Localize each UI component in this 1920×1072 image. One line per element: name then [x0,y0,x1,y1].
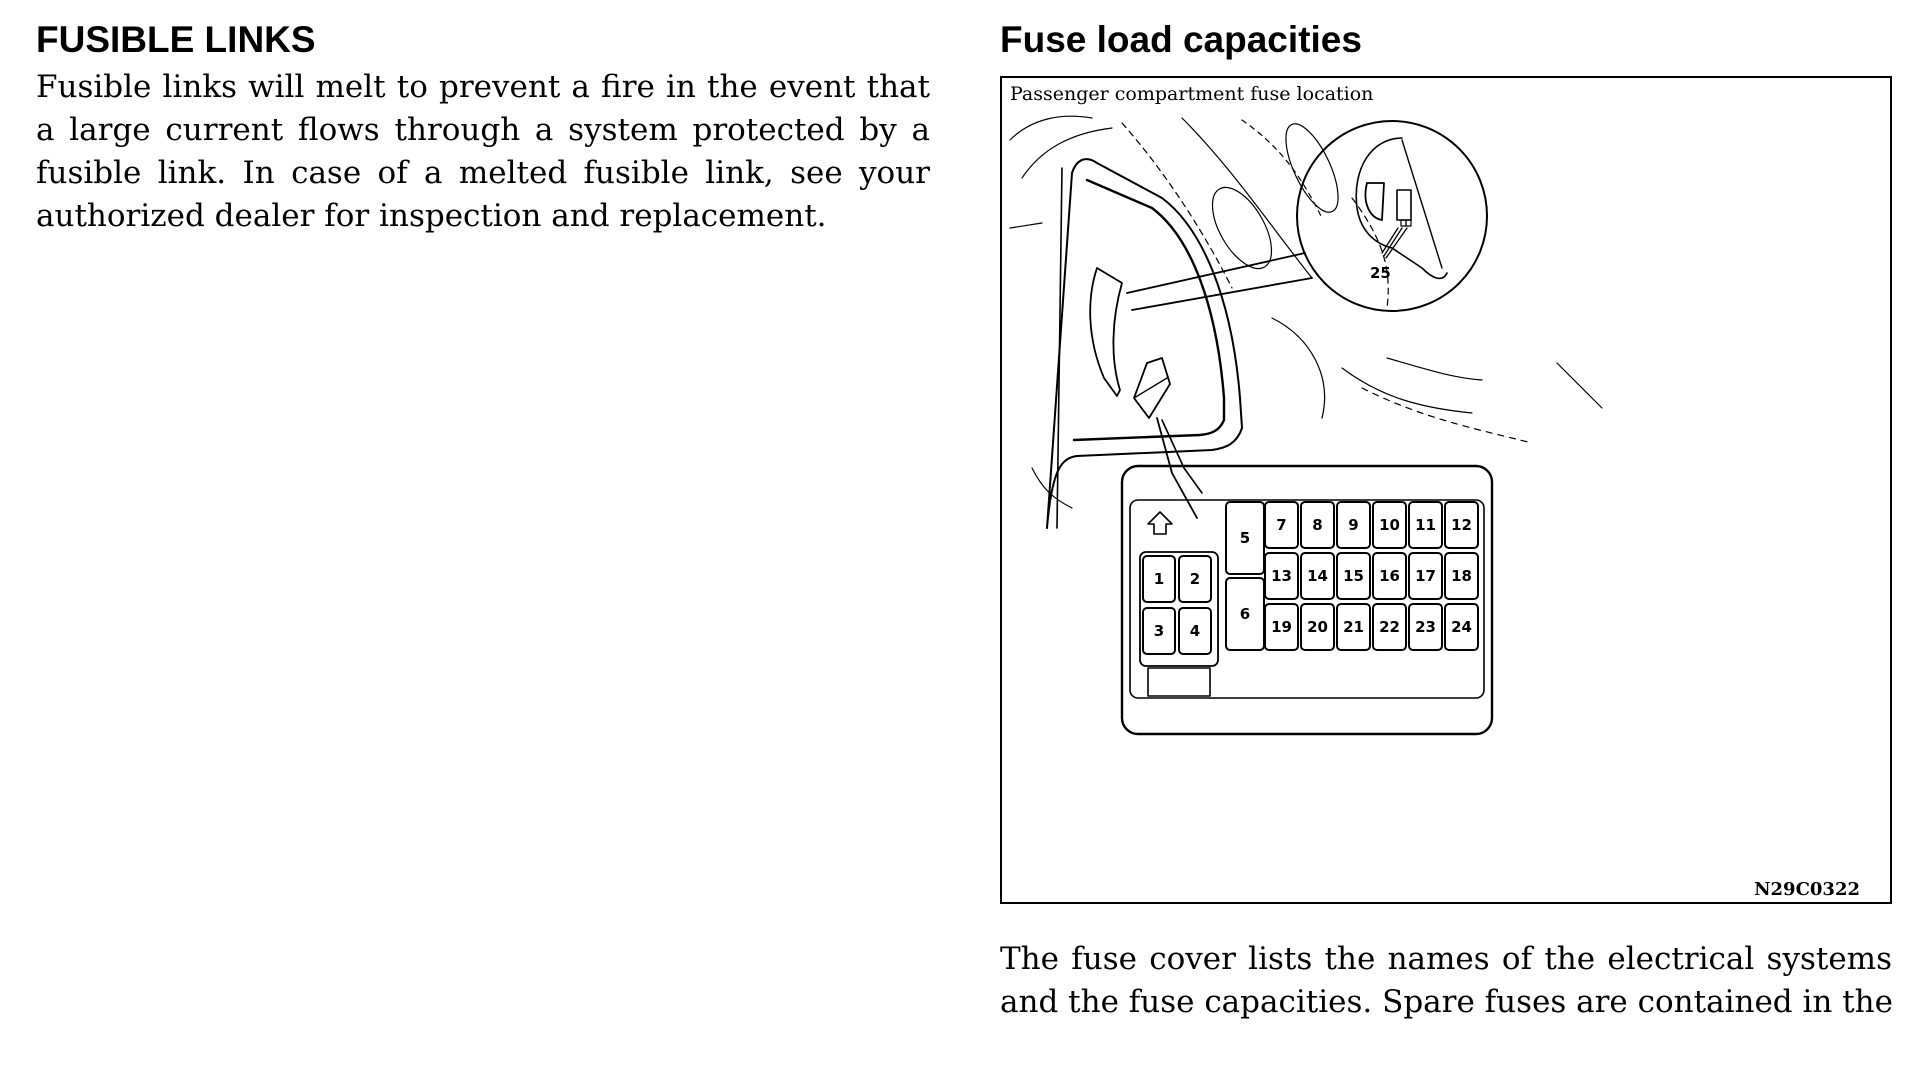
fuse-cover-paragraph: The fuse cover lists the names of the el… [1000,938,1893,1024]
fuse-slot [1444,603,1479,651]
fuse-load-capacities-heading: Fuse load capacities [1000,19,1362,60]
fuse-number: 9 [1348,516,1358,534]
fuse-slot [1444,501,1479,549]
fuse-slot [1408,501,1443,549]
fuse-number: 17 [1415,567,1436,585]
fuse-slot [1264,552,1299,600]
paragraph-line: Fusible links will melt to prevent a fir… [36,69,930,105]
paragraph-line: a large current flows through a system p… [36,112,930,148]
fuse-number: 24 [1451,618,1472,636]
fuse-number: 11 [1415,516,1436,534]
fuse-number: 3 [1154,622,1164,640]
fuse-slot [1300,501,1335,549]
paragraph-line: The fuse cover lists the names of the el… [1000,941,1892,977]
fuse-number: 2 [1190,570,1200,588]
fuse-number: 20 [1307,618,1328,636]
figure-code: N29C0322 [1754,879,1860,900]
fuse-slot [1336,552,1371,600]
callout-label: 25 [1370,264,1391,282]
paragraph-line: fusible link. In case of a melted fusibl… [36,155,930,191]
fuse-slot [1372,603,1407,651]
fuse-number: 21 [1343,618,1364,636]
fusible-links-heading: FUSIBLE LINKS [36,19,316,60]
fuse-number: 16 [1379,567,1400,585]
fuse-slot [1408,552,1443,600]
figure-caption: Passenger compartment fuse location [1010,83,1374,105]
fuse-slot [1408,603,1443,651]
fuse-number: 1 [1154,570,1164,588]
fuse-slot [1336,501,1371,549]
fuse-location-figure: Passenger compartment fuse location [1000,76,1892,904]
fuse-number: 13 [1271,567,1292,585]
fuse-slot [1300,552,1335,600]
fuse-slot [1178,555,1212,603]
fuse-slot [1142,555,1176,603]
fuse-number: 7 [1276,516,1286,534]
fuse-number: 6 [1240,605,1250,623]
fuse-number: 10 [1379,516,1400,534]
fuse-slot [1300,603,1335,651]
fuse-slot [1264,501,1299,549]
fuse-slot [1264,603,1299,651]
fuse-number: 23 [1415,618,1436,636]
paragraph-line: authorized dealer for inspection and rep… [36,198,827,234]
fuse-number: 8 [1312,516,1322,534]
fuse-number: 22 [1379,618,1400,636]
paragraph-line: and the fuse capacities. Spare fuses are… [1000,984,1893,1020]
fusible-links-paragraph: Fusible links will melt to prevent a fir… [36,66,930,238]
fuse-slot [1178,607,1212,655]
fuse-number: 19 [1271,618,1292,636]
fuse-slot [1372,552,1407,600]
fuse-number: 15 [1343,567,1364,585]
fuse-number: 18 [1451,567,1472,585]
fuse-number: 5 [1240,529,1250,547]
fuse-slot [1336,603,1371,651]
fuse-slot [1372,501,1407,549]
fuse-slot [1142,607,1176,655]
fuse-number: 14 [1307,567,1328,585]
fuse-slot [1444,552,1479,600]
fuse-number: 4 [1190,622,1200,640]
fuse-number: 12 [1451,516,1472,534]
